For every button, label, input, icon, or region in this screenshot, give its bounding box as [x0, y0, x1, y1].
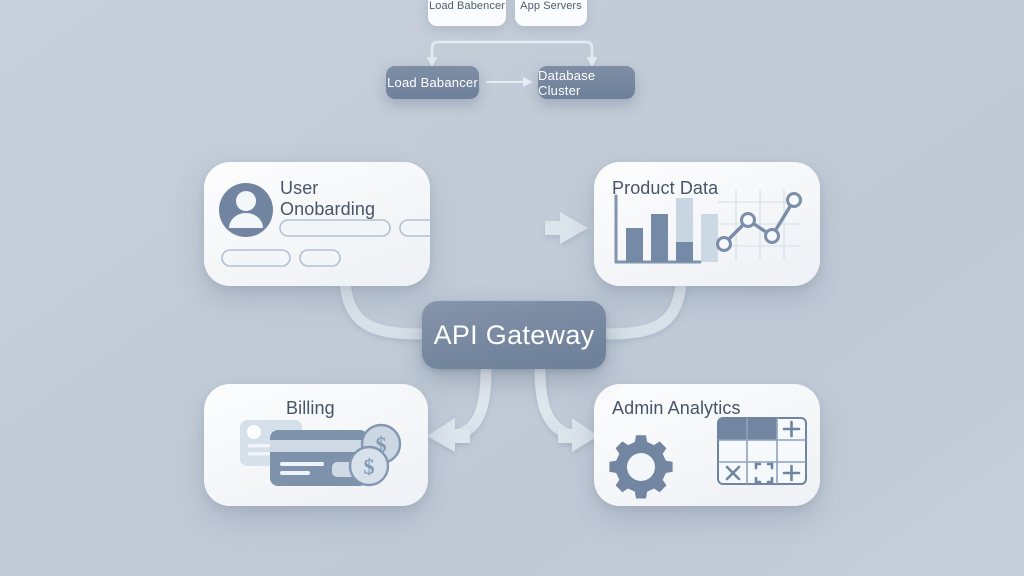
svg-text:$: $: [376, 432, 387, 457]
billing-card-art: $ $: [240, 420, 402, 487]
user-avatar-icon: [219, 183, 273, 237]
arrowhead-down-left: [427, 57, 437, 68]
line-chart-icon: [716, 190, 802, 260]
card-title-user: User Onobarding: [280, 178, 376, 219]
chip-label: Database Cluster: [538, 67, 596, 98]
chip-database-cluster[interactable]: Database Cluster: [538, 66, 635, 99]
arrowhead-to-product: [545, 212, 588, 244]
arrowhead-to-admin: [558, 418, 598, 452]
card-title-billing: Billing: [286, 398, 335, 418]
chip-label: App Servers: [520, 0, 582, 12]
api-gateway-label: API Gateway: [433, 319, 595, 350]
card-billing[interactable]: $ $ Billing: [204, 384, 428, 506]
card-title-product: Product Data: [612, 178, 719, 198]
placeholder-fields: [221, 219, 430, 267]
chip-label: Load Babancer: [387, 75, 478, 90]
chip-label: Load Babencer: [429, 0, 505, 12]
arrowhead-to-billing: [427, 418, 470, 452]
admin-card-art: [609, 417, 807, 499]
dollar-coins-icon: $ $: [348, 423, 402, 487]
card-admin-analytics[interactable]: Admin Analytics: [594, 384, 820, 506]
chip-load-balancer[interactable]: Load Babancer: [386, 66, 479, 99]
bar-chart-icon: [614, 194, 718, 264]
svg-text:$: $: [364, 454, 375, 479]
chip-app-servers[interactable]: App Servers: [515, 0, 587, 26]
gear-icon: [609, 435, 673, 499]
product-card-art: [614, 190, 802, 264]
arrowhead-right-mid: [523, 77, 533, 87]
bracket-connector: [430, 40, 594, 64]
arrowhead-down-right: [587, 57, 597, 68]
user-card-art: [219, 183, 430, 267]
grid-table-icon: [717, 417, 807, 485]
card-product-data[interactable]: Product Data: [594, 162, 820, 286]
api-gateway-node[interactable]: API Gateway: [422, 301, 606, 369]
card-user-onboarding[interactable]: User Onobarding: [204, 162, 430, 286]
credit-card-icon: [240, 420, 368, 486]
card-title-admin: Admin Analytics: [612, 398, 741, 418]
chip-load-balancer-top[interactable]: Load Babencer: [428, 0, 506, 26]
